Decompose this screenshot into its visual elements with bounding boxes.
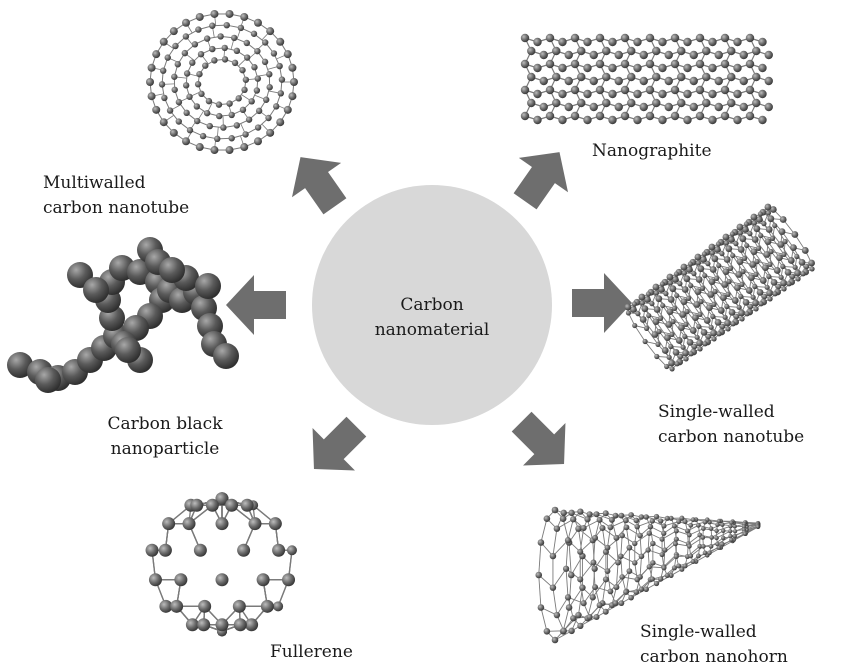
center-circle [312,185,552,425]
label-fullerene: Fullerene [270,640,353,664]
arrow-to-nanographite [500,134,585,219]
label-fullerene-line1: Fullerene [270,642,353,662]
label-nanographite-line1: Nanographite [592,141,712,161]
multiwalled-nanotube-icon [146,9,298,155]
arrow-to-single-walled-nanotube [572,273,632,333]
single-walled-nanotube-icon [624,203,815,372]
fullerene-icon [145,492,297,637]
center-label-line2: nanomaterial [374,320,490,340]
carbon-black-cluster-icon [7,237,239,393]
label-nanohorn: Single-walled carbon nanohorn [640,620,788,664]
nanohorn-icon [535,506,761,644]
label-multiwalled: Multiwalled carbon nanotube [43,171,189,221]
label-carbon-black-line2: nanoparticle [110,439,220,459]
arrow-to-nanohorn [500,400,586,486]
label-carbon-black-line1: Carbon black [107,414,223,434]
label-nanohorn-line2: carbon nanohorn [640,647,788,664]
arrow-to-multiwalled [275,139,360,224]
center-label: Carbon nanomaterial [372,293,492,343]
label-multiwalled-line1: Multiwalled [43,173,146,193]
center-label-line1: Carbon [400,295,464,315]
label-nanographite: Nanographite [592,139,712,164]
label-nanohorn-line1: Single-walled [640,622,757,642]
arrow-to-fullerene [292,405,378,491]
label-single-walled-nanotube: Single-walled carbon nanotube [658,400,804,450]
arrow-to-carbon-black [226,275,286,335]
graphene-sheet-icon [520,33,773,125]
label-single-walled-nanotube-line1: Single-walled [658,402,775,422]
label-single-walled-nanotube-line2: carbon nanotube [658,427,805,447]
label-multiwalled-line2: carbon nanotube [43,198,190,218]
label-carbon-black: Carbon black nanoparticle [90,412,240,462]
